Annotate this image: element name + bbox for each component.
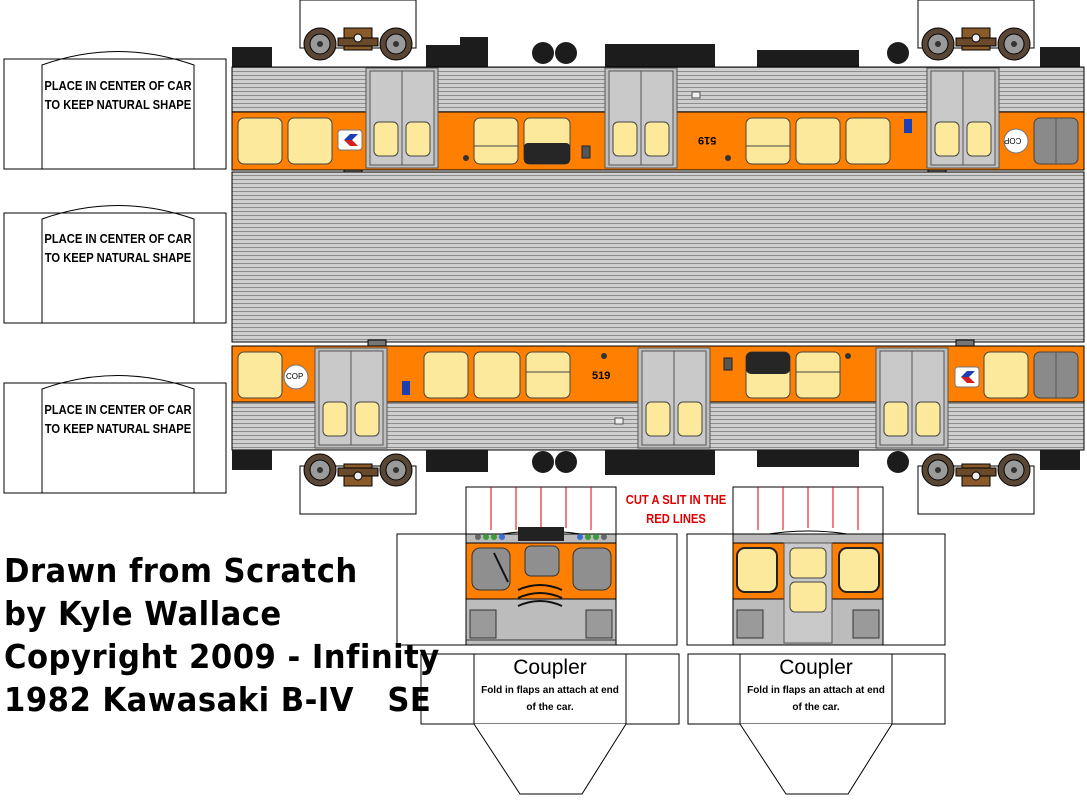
septa-logo-icon-top	[337, 129, 363, 151]
truck-wheelset-top-left	[299, 0, 417, 61]
coupler-label-left: Coupler Fold in flaps an attach at end o…	[474, 656, 626, 716]
cut-instruction-line-1: CUT A SLIT IN THE	[625, 492, 727, 507]
cut-instruction-line-2: RED LINES	[646, 511, 706, 526]
septa-logo-icon-bottom	[954, 366, 980, 388]
coupler-instruction-2: of the car.	[526, 702, 574, 713]
coupler-instruction-2: of the car.	[792, 702, 840, 713]
cop-label-upper: COP	[1004, 136, 1022, 145]
truck-wheelset-top-right	[917, 0, 1035, 61]
cut-instruction: CUT A SLIT IN THE RED LINES	[616, 490, 736, 528]
template-line-2: TO KEEP NATURAL SHAPE	[44, 97, 192, 112]
center-template-label-2: PLACE IN CENTER OF CAR TO KEEP NATURAL S…	[34, 229, 203, 267]
credits-line-3: Copyright 2009 - Infinity	[4, 637, 440, 676]
coupler-title: Coupler	[779, 656, 853, 679]
car-number-upper: 519	[698, 134, 717, 146]
truck-wheelset-bottom-left	[299, 453, 417, 515]
coupler-label-right: Coupler Fold in flaps an attach at end o…	[740, 656, 892, 716]
credits-block: Drawn from Scratch by Kyle Wallace Copyr…	[4, 549, 440, 721]
template-line-1: PLACE IN CENTER OF CAR	[44, 231, 192, 246]
coupler-title: Coupler	[513, 656, 587, 679]
template-line-1: PLACE IN CENTER OF CAR	[44, 402, 192, 417]
credits-line-2: by Kyle Wallace	[4, 594, 282, 633]
car-number-lower: 519	[592, 370, 611, 382]
cop-label-lower: COP	[286, 372, 304, 381]
center-template-label-3: PLACE IN CENTER OF CAR TO KEEP NATURAL S…	[34, 400, 203, 438]
credits-line-1: Drawn from Scratch	[4, 551, 358, 590]
template-line-1: PLACE IN CENTER OF CAR	[44, 78, 192, 93]
coupler-instruction-1: Fold in flaps an attach at end	[481, 685, 619, 696]
center-template-label-1: PLACE IN CENTER OF CAR TO KEEP NATURAL S…	[34, 76, 203, 114]
template-line-2: TO KEEP NATURAL SHAPE	[44, 250, 192, 265]
coupler-instruction-1: Fold in flaps an attach at end	[747, 685, 885, 696]
template-line-2: TO KEEP NATURAL SHAPE	[44, 421, 192, 436]
truck-wheelset-bottom-right	[917, 453, 1035, 515]
credits-line-4: 1982 Kawasaki B-IV SE	[4, 680, 432, 719]
